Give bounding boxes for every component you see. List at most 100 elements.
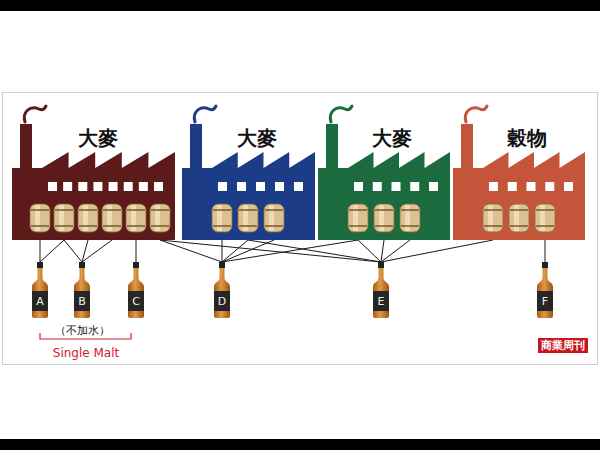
barrel: [102, 204, 122, 232]
factory-window: [508, 182, 517, 191]
barrel-body: [102, 204, 122, 232]
bottle-label: [537, 291, 553, 311]
barrel-body: [374, 204, 394, 232]
barrel-body: [54, 204, 74, 232]
barrel-body: [238, 204, 258, 232]
chimney-smoke: [194, 106, 216, 122]
whisky-bottle: A: [30, 262, 50, 318]
factory-window: [124, 182, 133, 191]
bottle-glass: [373, 267, 389, 318]
factory-window: [429, 182, 438, 191]
barrel-hoop: [349, 209, 367, 210]
barrel: [483, 204, 503, 232]
barrel-hoop: [151, 209, 169, 210]
whisky-bottle: E: [371, 262, 391, 318]
barrel-body: [78, 204, 98, 232]
factory-window: [275, 182, 284, 191]
barrel-hoop: [213, 209, 231, 210]
category-label: Single Malt: [53, 346, 119, 360]
factory-window: [218, 182, 227, 191]
bottle-label: [32, 291, 48, 311]
label-holder: （不加水）: [55, 319, 110, 338]
bottle-letter: E: [378, 296, 385, 307]
barrel: [54, 204, 74, 232]
factory-shape: [182, 100, 315, 240]
factory-shape: [318, 100, 450, 240]
factory-window: [109, 182, 118, 191]
distillery-factory: 大麥: [12, 100, 175, 240]
factory-window: [354, 182, 363, 191]
bottle-glass: [74, 267, 90, 318]
distillery-factory: 穀物: [453, 100, 585, 240]
bottle-cap: [133, 262, 139, 268]
factory-building: [182, 124, 315, 240]
barrel: [78, 204, 98, 232]
factory-window: [63, 182, 72, 191]
distillery-factory: 大麥: [318, 100, 450, 240]
barrel-body: [400, 204, 420, 232]
bottle-glass: [128, 267, 144, 318]
barrel-hoop: [536, 209, 554, 210]
factory-header: 大麥: [182, 100, 315, 149]
barrel-body: [483, 204, 503, 232]
barrel-hoop: [55, 225, 73, 226]
factory-header: 大麥: [318, 100, 450, 149]
barrel-hoop: [265, 209, 283, 210]
bottle-cap: [219, 262, 225, 268]
supply-line: [545, 240, 546, 262]
note-text: （不加水）: [55, 324, 110, 337]
bottle-cap: [542, 262, 548, 268]
distillery-factory: 大麥: [182, 100, 315, 240]
bottle-shape: [72, 262, 92, 318]
barrel-hoop: [484, 225, 502, 226]
barrel-body: [264, 204, 284, 232]
barrel-hoop: [401, 225, 419, 226]
barrel-hoop: [79, 225, 97, 226]
bottle-shape: [30, 262, 50, 318]
whisky-bottle: C: [126, 262, 146, 318]
barrel-hoop: [151, 225, 169, 226]
barrel: [374, 204, 394, 232]
barrel-body: [348, 204, 368, 232]
barrel-hoop: [349, 225, 367, 226]
barrel-hoop: [239, 225, 257, 226]
factory-window: [237, 182, 246, 191]
barrel-hoop: [484, 209, 502, 210]
top-bar: [0, 0, 600, 11]
barrel-hoop: [510, 209, 528, 210]
bottle-shape: [212, 262, 232, 318]
barrel-body: [535, 204, 555, 232]
factory-window: [256, 182, 265, 191]
bottle-label: [128, 291, 144, 311]
supply-line: [40, 240, 64, 262]
barrel-hoop: [103, 225, 121, 226]
barrel-highlight: [59, 205, 64, 231]
supply-line: [222, 240, 358, 262]
barrel-hoop: [510, 225, 528, 226]
bottle-cap: [37, 262, 43, 268]
factory-window: [392, 182, 401, 191]
barrel: [30, 204, 50, 232]
barrel-hoop: [239, 209, 257, 210]
barrel-highlight: [353, 205, 358, 231]
barrel-highlight: [514, 205, 519, 231]
bottle-letter-holder: D: [212, 291, 232, 311]
barrel-hoop: [536, 225, 554, 226]
supply-line: [136, 240, 137, 262]
barrel-hoop: [401, 209, 419, 210]
factory-window: [139, 182, 148, 191]
barrel-hoop: [127, 225, 145, 226]
bottle-letter-holder: A: [30, 291, 50, 311]
factory-window: [373, 182, 382, 191]
barrel-highlight: [243, 205, 248, 231]
barrel: [348, 204, 368, 232]
bottle-shape: [126, 262, 146, 318]
barrel: [535, 204, 555, 232]
bottle-glass: [214, 267, 230, 318]
label-holder: Single Malt: [53, 342, 119, 361]
factory-building: [12, 124, 175, 240]
factory-window: [527, 182, 536, 191]
barrel-highlight: [405, 205, 410, 231]
barrel-highlight: [83, 205, 88, 231]
